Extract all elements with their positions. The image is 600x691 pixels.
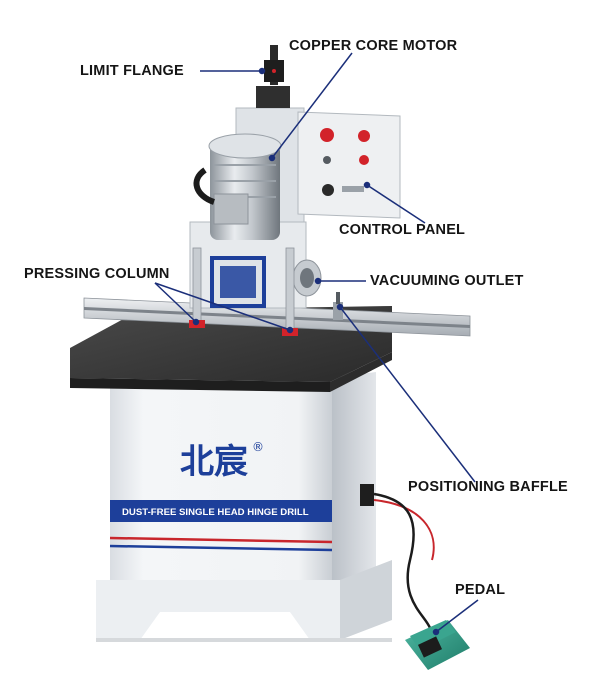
stripe-red xyxy=(109,536,333,544)
leader-pedal-dot xyxy=(432,628,440,636)
panel-label-strip xyxy=(342,186,364,192)
vacuum-outlet-hole xyxy=(300,268,314,288)
start-button-icon xyxy=(359,155,369,165)
limit-flange-assembly xyxy=(256,45,290,108)
cabinet-front-panel xyxy=(110,378,332,614)
limit-flange-red-dot xyxy=(272,69,276,73)
baffle-knob xyxy=(336,292,340,304)
label-control-panel: CONTROL PANEL xyxy=(339,222,466,238)
motor-terminal-box xyxy=(213,193,249,225)
control-panel xyxy=(297,111,401,219)
pressing-column-right xyxy=(285,247,295,331)
front-branding: 北宸 ® DUST-FREE SINGLE HEAD HINGE DRILL xyxy=(109,440,333,552)
table-edge-side xyxy=(330,352,392,392)
label-vacuuming-outlet: VACUUMING OUTLET xyxy=(370,273,524,289)
control-panel-box xyxy=(297,111,401,219)
motor-top-cap xyxy=(208,133,282,159)
label-pressing-column: PRESSING COLUMN xyxy=(24,266,170,282)
leader-control-panel xyxy=(366,184,426,224)
table-edge xyxy=(70,378,330,392)
leader-pressing-column-right xyxy=(154,282,291,331)
rail-slot xyxy=(84,307,470,328)
leader-pedal xyxy=(435,599,479,633)
registered-mark: ® xyxy=(252,440,264,454)
base-arch-cutout xyxy=(140,612,310,640)
leader-vacuum-dot xyxy=(314,277,322,285)
motor-fins xyxy=(214,164,276,166)
baffle-stop xyxy=(333,302,343,320)
label-copper-core-motor: COPPER CORE MOTOR xyxy=(289,38,458,54)
leader-positioning-baffle xyxy=(339,306,476,483)
cable-gland-box xyxy=(360,484,374,506)
leader-baffle-dot xyxy=(336,303,344,311)
leader-pressing-column-left xyxy=(154,282,197,323)
cabinet-base-side xyxy=(340,560,392,640)
leader-limit-dot xyxy=(258,67,266,75)
selector-switch-icon xyxy=(323,156,331,164)
brand-chinese-text: 北宸 xyxy=(180,442,248,482)
cabinet-side-panel xyxy=(330,372,376,612)
black-wire xyxy=(373,492,432,629)
label-positioning-baffle: POSITIONING BAFFLE xyxy=(408,479,568,495)
foot-pedal xyxy=(405,620,470,670)
leader-lines xyxy=(154,52,479,636)
label-limit-flange: LIMIT FLANGE xyxy=(80,63,184,79)
emergency-stop-icon xyxy=(320,128,334,142)
leader-copper-dot xyxy=(268,154,276,162)
leader-pressing-dot-right xyxy=(286,326,294,334)
leader-pressing-dot-left xyxy=(192,318,200,326)
model-label-text: DUST-FREE SINGLE HEAD HINGE DRILL xyxy=(122,507,309,518)
rotary-knob-icon xyxy=(322,184,334,196)
label-pedal: PEDAL xyxy=(455,582,506,598)
cabinet xyxy=(96,372,392,642)
copper-core-motor xyxy=(193,133,282,240)
dust-hood-window xyxy=(220,266,256,298)
limit-flange-base xyxy=(256,86,290,108)
leader-control-dot xyxy=(363,181,371,189)
pedal-plate xyxy=(417,636,443,658)
base-shadow xyxy=(96,638,392,642)
model-label-band xyxy=(110,500,332,522)
motor-fins-2 xyxy=(214,180,276,182)
pressing-column-left xyxy=(192,247,202,323)
pedal-lever xyxy=(410,620,456,650)
motor-cable xyxy=(193,167,216,205)
stripe-blue xyxy=(109,544,333,552)
red-wire xyxy=(373,499,435,561)
leader-copper-core-motor xyxy=(271,52,353,159)
power-indicator-icon xyxy=(358,130,370,142)
pedal-cable xyxy=(360,484,435,629)
